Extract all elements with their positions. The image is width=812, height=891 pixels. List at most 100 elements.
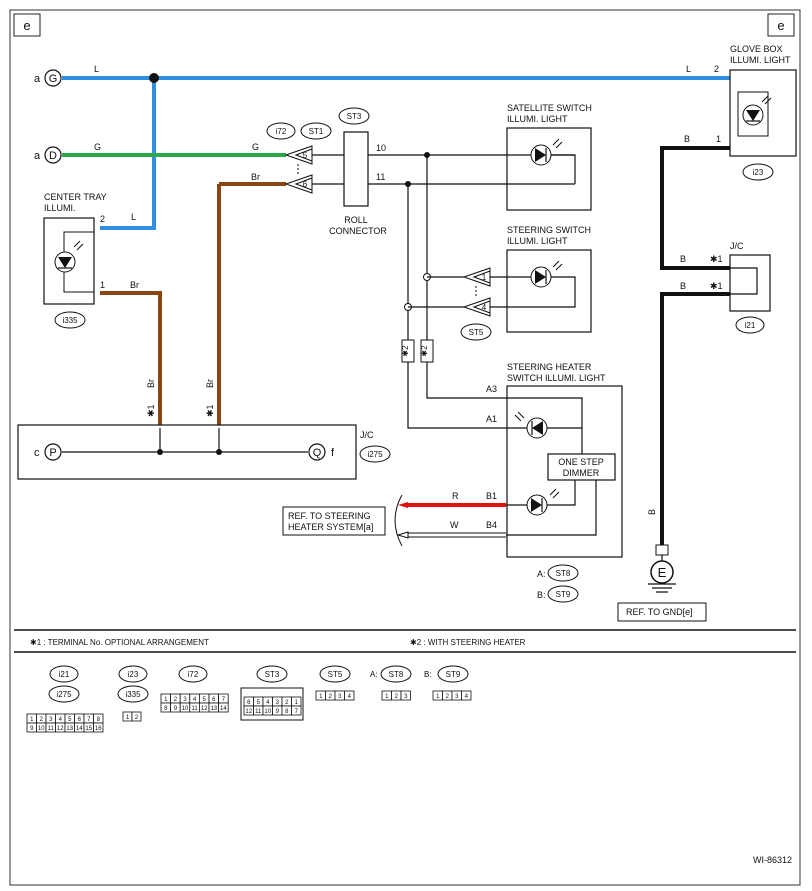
wire-label-b1: B [684,134,690,144]
terminal-6: 6 [284,174,313,194]
roll-connector-title-2: CONNECTOR [329,226,387,236]
legend-pin-number: 3 [404,694,408,700]
pin-label: A3 [486,384,497,394]
connector-g-label: G [49,73,58,85]
legend-pin-number: 2 [395,694,399,700]
legend-pin-number: 4 [348,694,352,700]
note-star1: ✱1 : TERMINAL No. OPTIONAL ARRANGEMENT [30,638,209,647]
notes-divider [14,629,796,653]
legend-pin-number: 14 [220,706,227,712]
legend-i72-text: i72 [188,670,199,679]
light-rays-icon [549,488,560,499]
star1-label: ✱1 [205,404,215,417]
legend-pin-number: 5 [68,717,72,723]
ground-label: E [658,565,667,580]
option-box-star2-right: ✱2 [420,339,434,363]
tag-st1-text: ST1 [309,127,324,136]
ref-steering-heater: REF. TO STEERING HEATER SYSTEM[a] [282,494,403,547]
legend-pin-cell [344,690,355,701]
legend-i275-text: i275 [56,690,72,699]
pin-label: A1 [486,414,497,424]
tag-a-prefix: A: [537,569,546,579]
tag-st3-text: ST3 [347,112,362,121]
legend-pin-number: 1 [126,715,130,721]
legend-pin-number: 6 [247,700,251,706]
star2-label: ✱2 [401,345,410,357]
legend-pin-number: 11 [191,706,198,712]
wire-blue-l [62,73,730,230]
legend-pin-number: 5 [257,700,261,706]
legend-b-prefix: B: [424,670,432,679]
legend-pin-number: 12 [57,726,64,732]
center-tray-title-2: ILLUMI. [44,203,76,213]
tag-st1: ST1 [300,122,332,140]
wire-label-br2: Br [130,280,139,290]
dimmer-title-2: DIMMER [563,468,600,478]
legend-pin-number: 1 [319,694,323,700]
legend-pin-number: 3 [276,700,280,706]
legend-pin-number: 8 [97,717,101,723]
legend-pin-cell [218,702,229,713]
pin-label: 1 [716,134,721,144]
wire-label-r: R [452,491,459,501]
star1-label: ✱1 [146,404,156,417]
connector-g-prefix: a [34,73,41,85]
pin-label: B4 [486,520,497,530]
wire-label-br3: Br [146,379,156,388]
light-rays-icon [73,240,84,251]
legend-i21-text: i21 [59,670,70,679]
legend-pin-number: 4 [465,694,469,700]
page-marker-right-text: e [777,18,784,33]
junction-connector-i275: c P Q f J/C i275 ✱1 ✱1 [17,404,391,480]
wire-label-b3: B [680,281,686,291]
tag-i335-text: i335 [62,316,78,325]
dimmer-title-1: ONE STEP [558,457,604,467]
legend-pin-number: 7 [87,717,91,723]
satellite-switch-illumi-light: SATELLITE SWITCH ILLUMI. LIGHT [506,103,592,211]
wire-label-w: W [450,520,459,530]
satellite-title-1: SATELLITE SWITCH [507,103,592,113]
legend-pin-number: 6 [212,697,216,703]
option-box-star2-left: ✱2 [401,339,415,363]
glove-box-title-2: ILLUMI. LIGHT [730,55,791,65]
tag-b-prefix: B: [537,590,546,600]
steering-switch-title-1: STEERING SWITCH [507,225,591,235]
tag-st3: ST3 [338,107,370,125]
legend-pin-number: 8 [164,706,168,712]
light-rays-icon [761,95,772,105]
legend-st8-text: ST8 [389,670,404,679]
wire-label-b2: B [680,254,686,264]
legend-pin-number: 12 [245,709,252,715]
wire-black-b-ground [660,292,730,545]
roll-connector [343,131,369,207]
tag-i72-text: i72 [276,127,287,136]
glove-box-illumi-light: GLOVE BOX ILLUMI. LIGHT 2 1 [714,44,797,157]
wire-label-b4: B [647,509,657,515]
tag-b-st9: B: ST9 [537,585,579,603]
legend-pin-cell [291,705,302,716]
tag-a-st8: A: ST8 [537,564,579,582]
jc-bottom-title: J/C [360,430,374,440]
legend-pin-number: 15 [85,726,92,732]
legend-pin-number: 2 [285,700,289,706]
legend-st9-text: ST9 [446,670,461,679]
connector-d-prefix: a [34,150,41,162]
page-marker-left: e [13,13,41,37]
steering-switch-title-2: ILLUMI. LIGHT [507,236,568,246]
note-star2: ✱2 : WITH STEERING HEATER [410,638,526,647]
tag-st8-text: ST8 [556,569,571,578]
pin-label: B1 [486,491,497,501]
wire-label-l2: L [686,64,691,74]
star1-label: ✱1 [710,281,723,291]
legend-pin-number: 4 [266,700,270,706]
pin-label: 5 [303,151,308,160]
wire-brown-tray [100,291,162,428]
legend-pin-number: 7 [295,709,299,715]
pin-label: 11 [376,172,385,182]
pin-label: 2 [100,214,105,224]
ground-icon [648,583,676,593]
